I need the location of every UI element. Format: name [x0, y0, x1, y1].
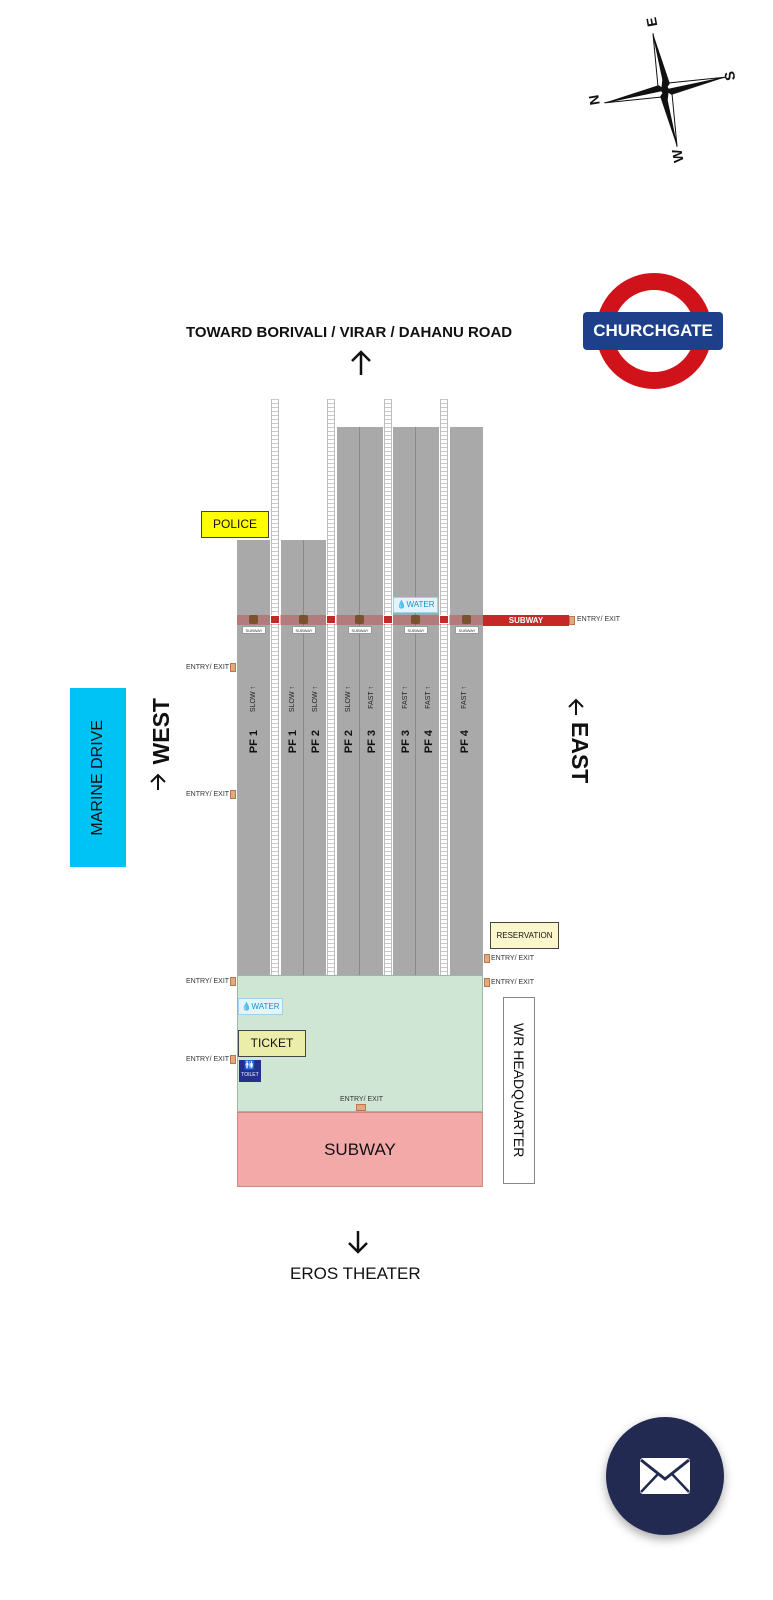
stair-icon [462, 615, 471, 624]
stair-icon [411, 615, 420, 624]
compass-icon [604, 33, 726, 147]
ticket-label: TICKET [238, 1030, 306, 1057]
platform-direction: SLOW ↑ [345, 686, 352, 713]
platform-label: PF 4 [459, 730, 471, 754]
subway-box: SUBWAY [237, 1112, 483, 1187]
entry-exit-marker [356, 1104, 366, 1111]
mail-button[interactable] [606, 1417, 724, 1535]
platform-label: PF 2 [310, 730, 322, 754]
subway-bottom-label: SUBWAY [324, 1139, 396, 1159]
platform-direction: FAST ↑ [461, 686, 468, 709]
subway-track-crossing [270, 615, 280, 624]
subway-chip: SUBWAY [348, 626, 372, 634]
platform-divider [359, 427, 360, 975]
platform-direction: SLOW ↑ [250, 686, 257, 713]
subway-east-label: SUBWAY [508, 616, 544, 625]
subway-chip: SUBWAY [455, 626, 479, 634]
entry-exit-label-west-2: ENTRY/ EXIT [186, 791, 230, 798]
stair-icon [299, 615, 308, 624]
entry-exit-label-east-2: ENTRY/ EXIT [491, 979, 535, 986]
platform-label: PF 2 [343, 730, 355, 754]
platform-divider [303, 540, 304, 975]
arrow-east-icon [567, 698, 585, 721]
subway-track-crossing [326, 615, 336, 624]
toward-south-label: EROS THEATER [290, 1264, 421, 1283]
track-2 [327, 399, 335, 975]
station-name-bar: CHURCHGATE [583, 312, 723, 350]
mail-icon [640, 1458, 690, 1494]
arrow-up-icon [349, 349, 373, 382]
entry-exit-label-west-3: ENTRY/ EXIT [186, 978, 230, 985]
entry-exit-marker [230, 663, 236, 672]
track-1 [271, 399, 279, 975]
entry-exit-marker [484, 978, 490, 987]
platform-label: PF 3 [366, 730, 378, 754]
platform-label: PF 1 [287, 730, 299, 754]
platform-direction: FAST ↑ [402, 686, 409, 709]
compass-rose: E S N W [585, 12, 745, 172]
entry-exit-marker [569, 616, 575, 625]
stair-icon [355, 615, 364, 624]
station-logo: CHURCHGATE [583, 272, 725, 390]
platform-label: PF 4 [423, 730, 435, 754]
toilet-icon: 🚻 [244, 1060, 256, 1070]
east-label: EAST [567, 722, 593, 784]
entry-exit-label-south: ENTRY/ EXIT [340, 1096, 384, 1103]
marine-drive-label: MARINE DRIVE [70, 688, 126, 867]
subway-chip: SUBWAY [404, 626, 428, 634]
platform-1-west [237, 540, 270, 975]
platform-3-4 [393, 427, 439, 975]
toward-north-label: TOWARD BORIVALI / VIRAR / DAHANU ROAD [186, 324, 513, 341]
arrow-west-icon [149, 773, 167, 796]
platform-direction: FAST ↑ [368, 686, 375, 709]
entry-exit-label-west-4: ENTRY/ EXIT [186, 1056, 230, 1063]
arrow-down-icon [346, 1229, 370, 1260]
subway-chip: SUBWAY [292, 626, 316, 634]
water-drop-icon: 💧 [396, 600, 407, 609]
reservation-label: RESERVATION [490, 922, 559, 949]
stair-icon [249, 615, 258, 624]
subway-east-bar: SUBWAY [483, 615, 569, 626]
water-label-concourse: 💧WATER [238, 998, 283, 1015]
water-drop-icon: 💧 [241, 1002, 252, 1011]
west-label: WEST [148, 698, 174, 765]
entry-exit-label-west-1: ENTRY/ EXIT [186, 664, 230, 671]
wr-headquarter-label: WR HEADQUARTER [503, 997, 535, 1184]
subway-track-crossing [383, 615, 393, 624]
platform-label: PF 3 [400, 730, 412, 754]
platform-divider [415, 427, 416, 975]
entry-exit-marker [484, 954, 490, 963]
platform-2-3 [337, 427, 383, 975]
entry-exit-label-east-top: ENTRY/ EXIT [577, 616, 621, 623]
entry-exit-marker [230, 1055, 236, 1064]
platform-direction: SLOW ↑ [289, 686, 296, 713]
platform-4-east [450, 427, 483, 975]
police-label: POLICE [201, 511, 269, 538]
entry-exit-marker [230, 977, 236, 986]
toilet-sign: 🚻 TOILET [239, 1060, 261, 1082]
platform-label: PF 1 [248, 730, 260, 754]
platform-direction: SLOW ↑ [312, 686, 319, 713]
track-3 [384, 399, 392, 975]
entry-exit-marker [230, 790, 236, 799]
water-label-platform: 💧WATER [393, 597, 438, 613]
subway-track-crossing [439, 615, 449, 624]
subway-chip: SUBWAY [242, 626, 266, 634]
compass-w-label: W [668, 148, 687, 164]
entry-exit-label-east-1: ENTRY/ EXIT [491, 955, 535, 962]
track-4 [440, 399, 448, 975]
platform-direction: FAST ↑ [425, 686, 432, 709]
